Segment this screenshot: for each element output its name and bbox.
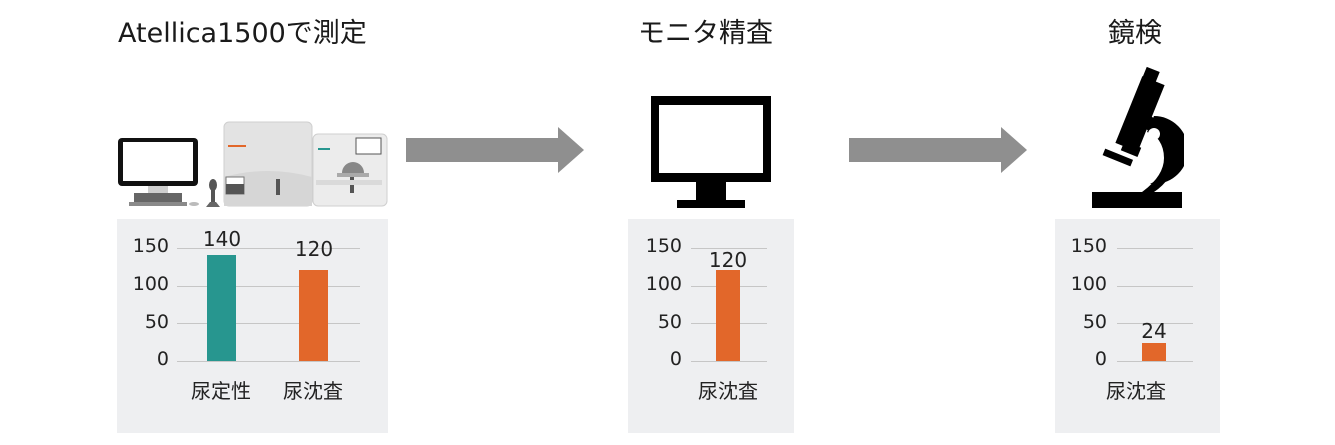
gridline — [1117, 323, 1193, 324]
microscope-icon — [1092, 66, 1188, 208]
category-label: 尿定性 — [191, 379, 251, 403]
stage-title-measurement: Atellica1500で測定 — [118, 18, 367, 49]
bar-value-label: 24 — [1141, 319, 1167, 343]
y-tick-150: 150 — [645, 235, 682, 257]
chart-panel-monitor-review: 150 100 50 0 120 尿沈査 — [628, 219, 794, 433]
stage-title-microscopy: 鏡検 — [1108, 18, 1162, 49]
y-tick-150: 150 — [132, 235, 169, 257]
bar-sediment — [716, 270, 740, 361]
y-tick-150: 150 — [1070, 235, 1107, 257]
y-tick-0: 0 — [156, 348, 169, 370]
bar-value-label: 140 — [202, 227, 242, 251]
gridline — [177, 286, 360, 287]
bar-qualitative — [207, 255, 236, 361]
gridline — [1117, 361, 1193, 362]
flow-arrow-2 — [849, 127, 1027, 177]
category-label: 尿沈査 — [698, 379, 758, 403]
y-tick-50: 50 — [1082, 311, 1107, 333]
chart-panel-measurement: 150 100 50 0 140 120 尿定性 尿沈査 — [117, 219, 388, 433]
monitor-icon — [651, 96, 771, 208]
y-tick-0: 0 — [1094, 348, 1107, 370]
bar-value-label: 120 — [294, 237, 334, 261]
gridline — [177, 248, 360, 249]
y-tick-100: 100 — [132, 273, 169, 295]
gridline — [691, 361, 767, 362]
gridline — [177, 361, 360, 362]
gridline — [1117, 286, 1193, 287]
y-tick-100: 100 — [645, 273, 682, 295]
analyzer-instrument-icon — [112, 118, 392, 210]
stage-title-monitor-review: モニタ精査 — [638, 18, 773, 49]
chart-panel-microscopy: 150 100 50 0 24 尿沈査 — [1055, 219, 1220, 433]
y-tick-0: 0 — [669, 348, 682, 370]
y-tick-50: 50 — [144, 311, 169, 333]
category-label: 尿沈査 — [283, 379, 343, 403]
bar-value-label: 120 — [708, 248, 748, 272]
arrow-right-icon — [849, 127, 1027, 173]
y-tick-50: 50 — [657, 311, 682, 333]
gridline — [1117, 248, 1193, 249]
y-tick-100: 100 — [1070, 273, 1107, 295]
gridline — [691, 248, 767, 249]
flow-arrow-1 — [406, 127, 584, 177]
gridline — [177, 323, 360, 324]
bar-sediment — [299, 270, 328, 361]
arrow-right-icon — [406, 127, 584, 173]
bar-sediment — [1142, 343, 1166, 361]
category-label: 尿沈査 — [1106, 379, 1166, 403]
